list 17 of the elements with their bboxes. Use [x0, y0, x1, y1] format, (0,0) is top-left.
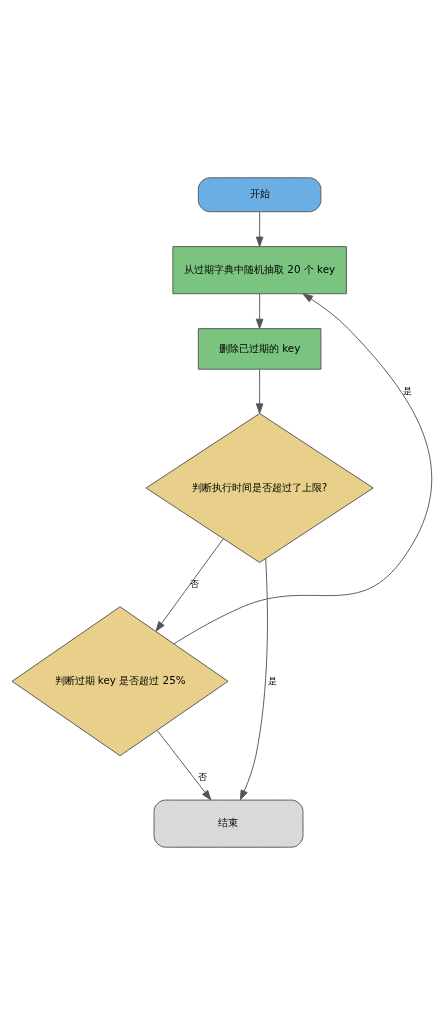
node-diamond: 判断执行时间是否超过了上限?	[145, 412, 374, 563]
node-box: 结束	[153, 799, 304, 848]
arrow	[155, 537, 224, 632]
arrow	[156, 729, 212, 800]
arrow	[255, 292, 264, 329]
edge-label: 是	[268, 674, 278, 686]
edge-label: 否	[190, 577, 200, 589]
edge-label: 否	[197, 770, 207, 782]
node-box: 开始	[197, 176, 322, 212]
arrow	[239, 557, 268, 800]
node-box: 从过期字典中随机抽取 20 个 key	[172, 245, 347, 294]
arrow	[255, 211, 264, 247]
edge-label: 是	[403, 384, 413, 396]
arrow	[173, 293, 433, 644]
arrow	[255, 368, 264, 414]
node-box: 删除已过期的 key	[197, 327, 322, 370]
node-diamond: 判断过期 key 是否超过 25%	[11, 605, 229, 756]
